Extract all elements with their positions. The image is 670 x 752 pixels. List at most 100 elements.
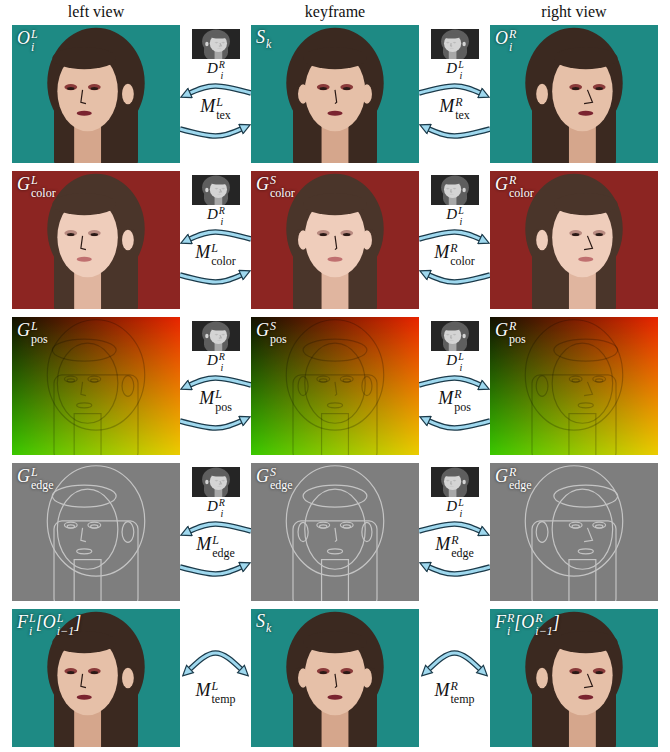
nose xyxy=(335,674,337,688)
hair-fringe xyxy=(443,180,461,185)
image-panel: ORi xyxy=(490,25,658,163)
eye xyxy=(596,525,603,528)
panel-label: GRedge xyxy=(495,466,532,491)
hair xyxy=(293,521,377,601)
image-panel: Sk xyxy=(251,25,419,163)
eye xyxy=(215,188,217,190)
depth-thumbnail: DLi xyxy=(429,467,481,519)
eye xyxy=(453,188,455,190)
eye-shadow xyxy=(446,334,450,335)
symbol-group: ] xyxy=(74,613,81,632)
correspondence-arrow xyxy=(429,653,480,669)
subscript: color xyxy=(270,187,295,200)
lips xyxy=(578,549,593,554)
symbol-group: left view xyxy=(68,4,124,21)
panel-label: GRcolor xyxy=(495,174,534,199)
superscript: R xyxy=(219,498,225,509)
subscript: i−1 xyxy=(57,625,74,638)
math-symbol: G xyxy=(17,320,30,340)
superscript: R xyxy=(451,680,475,693)
image-background xyxy=(431,175,479,205)
hair-fringe xyxy=(303,193,367,215)
math-symbol: D xyxy=(446,498,457,514)
depth-image xyxy=(192,321,240,351)
hair-fringe xyxy=(52,339,116,361)
eye-shadow xyxy=(221,188,225,189)
script-stack: Scolor xyxy=(270,174,295,199)
position-map xyxy=(12,317,180,455)
nose xyxy=(81,674,86,688)
mapping-label: MLedge xyxy=(194,534,237,559)
subscript: temp xyxy=(451,693,475,706)
superscript: R xyxy=(454,388,471,401)
script-stack: Ri−1 xyxy=(535,612,552,637)
position-map xyxy=(251,317,419,455)
eye xyxy=(222,188,224,190)
symbol-group: F xyxy=(495,613,506,632)
script-stack: Ri xyxy=(219,206,225,227)
eye-shadow xyxy=(569,376,582,382)
mapping-label: MRpos xyxy=(436,388,473,413)
symbol-group: [ xyxy=(36,613,43,632)
eye xyxy=(343,671,350,674)
lips xyxy=(327,257,342,262)
subscript: i xyxy=(29,625,36,638)
thumbnail-label: DLi xyxy=(429,498,481,519)
depth-thumbnail: DLi xyxy=(429,321,481,373)
script-stack: Lcolor xyxy=(31,174,56,199)
symbol-group: M xyxy=(196,681,211,700)
eye xyxy=(222,480,224,482)
column-header-text: keyframe xyxy=(305,3,365,20)
superscript: R xyxy=(219,60,225,71)
image-panel: OLi xyxy=(12,25,180,163)
panel-label: Sk xyxy=(256,612,271,635)
connector-outline xyxy=(190,232,251,239)
eye xyxy=(67,379,74,382)
panel-illustration xyxy=(251,609,419,747)
eye-shadow xyxy=(88,522,101,528)
superscript: L xyxy=(31,466,54,479)
thumbnail-label: DRi xyxy=(190,498,242,519)
eye xyxy=(320,87,327,90)
superscript: L xyxy=(31,28,38,41)
symbol-group: D xyxy=(207,206,218,223)
eye-shadow xyxy=(64,522,77,528)
image-panel: GRcolor xyxy=(490,171,658,309)
hair-fringe xyxy=(303,47,367,69)
hair-fringe xyxy=(52,193,116,215)
ear xyxy=(536,522,548,543)
eye-shadow xyxy=(317,230,330,236)
symbol-group: G xyxy=(256,467,269,486)
column-header: left view xyxy=(66,4,126,21)
symbol-group: keyframe xyxy=(305,4,365,21)
column-header-text: right view xyxy=(541,3,606,20)
symbol-group: D xyxy=(207,498,218,515)
eye xyxy=(572,87,579,90)
thumbnail-label: DRi xyxy=(190,60,242,81)
math-symbol: M xyxy=(200,96,215,116)
hair-fringe xyxy=(554,631,618,653)
symbol-group: G xyxy=(495,321,508,340)
subscript: color xyxy=(509,187,534,200)
subscript: i−1 xyxy=(535,625,552,638)
panel-label: GLedge xyxy=(17,466,54,491)
eye xyxy=(596,87,603,90)
symbol-group: G xyxy=(495,467,508,486)
panel-label: GSpos xyxy=(256,320,287,345)
superscript: S xyxy=(270,320,287,333)
subscript: temp xyxy=(212,693,236,706)
image-background xyxy=(192,321,240,351)
eye xyxy=(453,334,455,336)
nose xyxy=(584,382,592,396)
symbol-group: G xyxy=(256,321,269,340)
eye-shadow xyxy=(64,84,77,90)
script-stack: Rtex xyxy=(455,96,470,121)
symbol-group: O xyxy=(495,29,508,48)
connector-outline xyxy=(180,567,241,574)
correspondence-arrow xyxy=(190,653,241,669)
subscript: i xyxy=(458,217,464,228)
math-symbol: D xyxy=(207,352,218,368)
face xyxy=(57,489,117,569)
script-stack: Li xyxy=(458,60,464,81)
superscript: S xyxy=(270,466,293,479)
